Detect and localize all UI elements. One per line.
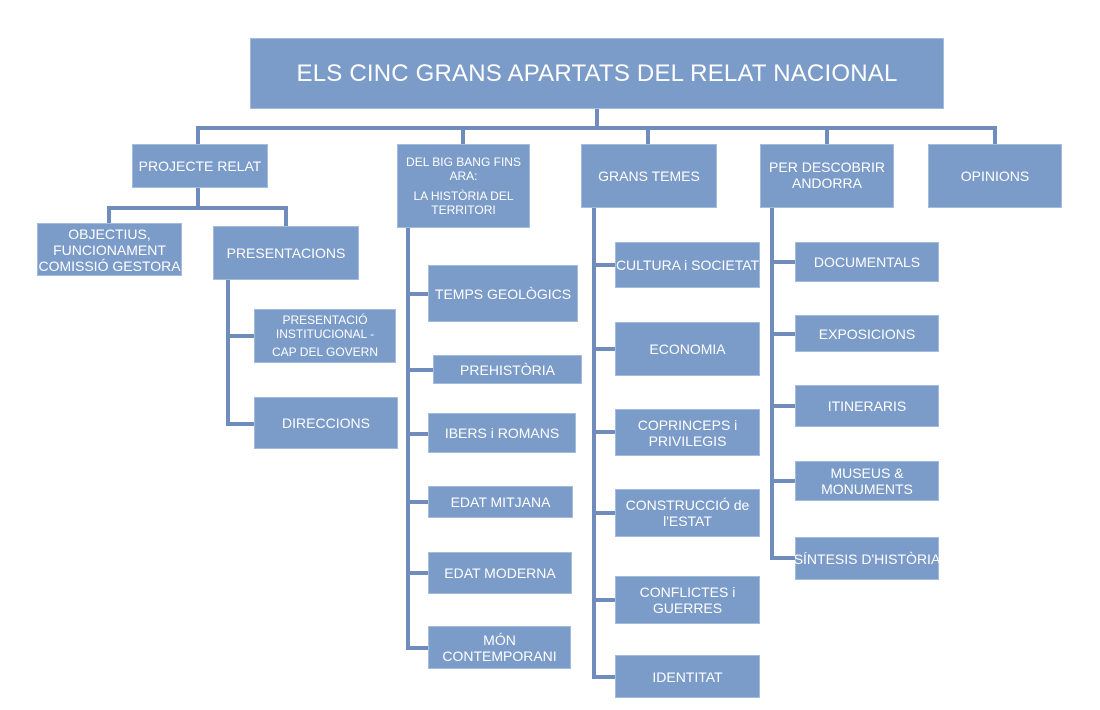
node-label: PRESENTACIÓ [282,313,368,327]
node-presentacions[interactable]: PRESENTACIONS [213,226,359,280]
node-label: PROJECTE RELAT [138,158,262,174]
node-ibers-romans[interactable]: IBERS i ROMANS [428,413,576,453]
node-construccio-estat[interactable]: CONSTRUCCIÓ de l'ESTAT [615,489,760,537]
title-line: ELS CINC GRANS APARTATS DEL RELAT NACION… [296,59,898,87]
node-itineraris[interactable]: ITINERARIS [795,385,939,427]
node-label: PER DESCOBRIR [769,159,885,175]
node-projecte-relat[interactable]: PROJECTE RELAT [132,144,268,188]
node-label: EXPOSICIONS [818,325,916,342]
node-label: l'ESTAT [663,513,712,529]
node-label: EDAT MITJANA [450,494,551,510]
node-label: GUERRES [652,600,723,616]
node-label: DEL BIG BANG FINS [406,155,521,169]
node-grans-temes[interactable]: GRANS TEMES [581,144,717,208]
node-big-bang[interactable]: DEL BIG BANG FINS ARA: LA HISTÒRIA DEL T… [397,144,530,228]
node-label: CONFLICTES i [639,584,736,600]
node-label: OPINIONS [960,168,1030,184]
node-label: CAP DEL GOVERN [271,345,379,359]
node-label: PRESENTACIONS [226,245,346,261]
node-label: INSTITUCIONAL - [275,327,375,341]
node-label: ITINERARIS [827,398,907,414]
node-label: PREHISTÒRIA [460,361,555,378]
node-direccions[interactable]: DIRECCIONS [254,397,398,449]
node-label: ARA: [449,169,478,183]
node-label: DOCUMENTALS [813,254,921,270]
node-exposicions[interactable]: EXPOSICIONS [795,315,939,352]
node-temps-geologics[interactable]: TEMPS GEOLÒGICS [428,265,578,322]
node-sintesi-historia[interactable]: SÍNTESIS D'HISTÒRIA [793,537,941,580]
node-presentacio-institucional[interactable]: PRESENTACIÓ INSTITUCIONAL - CAP DEL GOVE… [254,309,396,363]
node-label: GRANS TEMES [598,168,700,184]
node-label: FUNCIONAMENT [53,241,166,258]
node-coprinceps[interactable]: COPRINCEPS i PRIVILEGIS [615,409,760,456]
node-label: MONUMENTS [821,481,913,497]
node-label: COMISSIÓ GESTORA [38,257,181,274]
node-label: OBJECTIUS, [68,225,151,242]
node-label: IDENTITAT [652,668,723,685]
node-prehistoria[interactable]: PREHISTÒRIA [433,355,582,384]
node-economia[interactable]: ECONOMIA [615,322,760,376]
node-label: MÓN [483,631,516,648]
node-identitat[interactable]: IDENTITAT [615,655,760,698]
node-label: PRIVILEGIS [648,432,727,449]
node-label: TERRITORI [431,203,496,217]
node-label: IBERS i ROMANS [444,425,560,441]
node-label: MUSEUS & [830,465,904,481]
node-label: SÍNTESIS D'HISTÒRIA [793,550,941,567]
node-conflictes-guerres[interactable]: CONFLICTES i GUERRES [615,576,760,624]
node-documentals[interactable]: DOCUMENTALS [795,242,939,282]
node-label: ANDORRA [791,175,862,191]
node-objectius[interactable]: OBJECTIUS, FUNCIONAMENT COMISSIÓ GESTORA [37,223,182,276]
node-cultura-societat[interactable]: CULTURA i SOCIETAT [615,242,760,288]
node-label: EDAT MODERNA [444,565,556,581]
node-per-descobrir[interactable]: PER DESCOBRIR ANDORRA [760,144,894,208]
node-edat-moderna[interactable]: EDAT MODERNA [428,552,572,594]
node-label: LA HISTÒRIA DEL [413,189,514,203]
node-label: DIRECCIONS [282,415,370,431]
node-label: COPRINCEPS i [637,416,738,433]
node-label: CONTEMPORANI [442,647,557,664]
node-edat-mitjana[interactable]: EDAT MITJANA [428,486,573,518]
node-opinions[interactable]: OPINIONS [928,144,1062,208]
node-museus-monuments[interactable]: MUSEUS & MONUMENTS [795,461,939,501]
node-label: CONSTRUCCIÓ de [625,497,750,513]
diagram-title: ELS CINC GRANS APARTATS DEL RELAT NACION… [250,38,944,109]
node-label: TEMPS GEOLÒGICS [434,285,572,302]
node-mon-contemporani[interactable]: MÓN CONTEMPORANI [428,626,571,669]
node-label: ECONOMIA [649,341,726,357]
node-label: CULTURA i SOCIETAT [615,257,760,273]
